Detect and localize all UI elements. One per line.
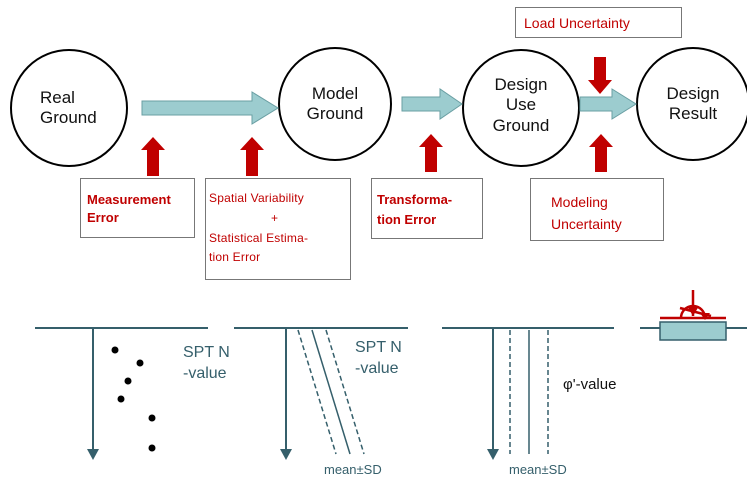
spatial-red-arrow bbox=[240, 137, 264, 176]
flow-arrow-3 bbox=[579, 88, 637, 120]
design-use-ground-label: Design Use Ground bbox=[486, 75, 556, 136]
error-label-line: tion Error bbox=[209, 250, 261, 265]
real-ground-circle bbox=[10, 49, 128, 167]
spt-point bbox=[124, 377, 132, 385]
profile-label-line: SPT N bbox=[355, 339, 402, 356]
spatial-variability-label: Spatial Variability + Statistical Estima… bbox=[209, 189, 308, 268]
transformation-red-arrow bbox=[419, 134, 443, 172]
design-result-label: Design Result bbox=[658, 84, 728, 125]
measurement-error-label: Measurement Error bbox=[87, 191, 171, 227]
node-label-line: Design bbox=[666, 84, 720, 103]
spatial-variability-box: Spatial Variability + Statistical Estima… bbox=[205, 178, 351, 280]
model-ground-label: Model Ground bbox=[300, 84, 370, 125]
flow-arrow-1 bbox=[141, 91, 279, 125]
profile-label-line: SPT N bbox=[183, 344, 230, 361]
design-use-ground-circle bbox=[462, 49, 580, 167]
error-label-line: Spatial Variability bbox=[209, 191, 304, 205]
node-label-line: Ground bbox=[40, 108, 97, 128]
modeling-uncertainty-box: Modeling Uncertainty bbox=[530, 178, 664, 241]
real-ground-label: Real Ground bbox=[40, 88, 97, 129]
profile-label-line: -value bbox=[183, 364, 227, 382]
depth-arrowhead-2 bbox=[280, 449, 292, 460]
node-label-line: Ground bbox=[306, 104, 364, 124]
model-ground-circle bbox=[278, 47, 392, 161]
depth-arrowhead-3 bbox=[487, 449, 499, 460]
measurement-red-arrow bbox=[141, 137, 165, 176]
transformation-error-box: Transforma- tion Error bbox=[371, 178, 483, 239]
plus-sd-line-2 bbox=[325, 329, 365, 455]
node-label-line: Result bbox=[668, 104, 718, 124]
node-label-line: Ground bbox=[492, 115, 550, 135]
mean-sd-label-2: mean±SD bbox=[509, 462, 567, 477]
load-uncertainty-label: Load Uncertainty bbox=[524, 15, 630, 31]
node-label-line: Real bbox=[40, 88, 75, 107]
minus-sd-line-2 bbox=[297, 329, 337, 455]
mean-sd-label-1: mean±SD bbox=[324, 462, 382, 477]
phi-value-label: φ'-value bbox=[563, 376, 617, 393]
design-result-circle bbox=[636, 47, 747, 161]
profile-label-line: -value bbox=[355, 359, 399, 377]
spt-point bbox=[148, 444, 156, 452]
spt-point bbox=[117, 395, 125, 403]
node-label-line: Use bbox=[505, 95, 537, 115]
load-red-arrow bbox=[588, 57, 612, 94]
spt-n-value-label-2: SPT N -value bbox=[355, 338, 402, 380]
transformation-error-label: Transforma- tion Error bbox=[377, 190, 452, 229]
error-label-line: Measurement bbox=[87, 192, 171, 207]
error-label-line: Transforma- bbox=[377, 192, 453, 207]
error-label-line: Modeling bbox=[551, 194, 608, 210]
flow-arrow-2 bbox=[401, 88, 463, 120]
error-label-line: Uncertainty bbox=[551, 215, 622, 232]
spt-point bbox=[136, 359, 144, 367]
modeling-red-arrow bbox=[589, 134, 613, 172]
load-uncertainty-box: Load Uncertainty bbox=[515, 7, 682, 38]
node-label-line: Design bbox=[494, 75, 548, 94]
node-label-line: Model bbox=[311, 84, 359, 103]
error-label-line: Statistical Estima- bbox=[209, 230, 309, 245]
foundation-load-icon bbox=[640, 290, 747, 341]
measurement-error-box: Measurement Error bbox=[80, 178, 195, 238]
spt-point bbox=[148, 414, 156, 422]
error-label-line: + bbox=[271, 210, 279, 225]
error-label-line: Error bbox=[87, 210, 119, 226]
mean-line-2 bbox=[311, 329, 351, 455]
error-label-line: tion Error bbox=[377, 211, 437, 227]
modeling-uncertainty-label: Modeling Uncertainty bbox=[551, 192, 622, 235]
spt-point bbox=[111, 346, 119, 354]
spt-n-value-label-1: SPT N -value bbox=[183, 343, 230, 385]
depth-arrowhead-1 bbox=[87, 449, 99, 460]
